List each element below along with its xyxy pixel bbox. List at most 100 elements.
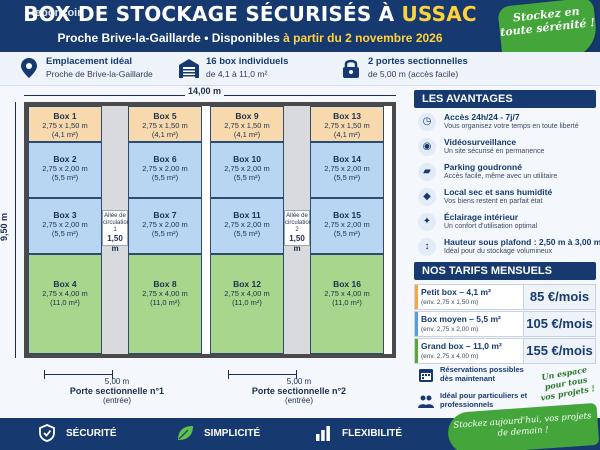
box-area: (11,0 m²) — [150, 298, 180, 307]
box-dimensions: 2,75 x 2,00 m — [324, 164, 370, 173]
advantage-title: Hauteur sous plafond : 2,50 m à 3,00 m — [444, 237, 600, 247]
height-dimension-line — [15, 102, 16, 358]
price-title: Petit box – 4,1 m² — [421, 287, 491, 297]
price-value: 85 €/mois — [523, 285, 595, 309]
advantage-title: Local sec et sans humidité — [444, 187, 553, 197]
box-area: (11,0 m²) — [232, 298, 262, 307]
pricing-heading: NOS TARIFS MENSUELS — [414, 262, 596, 280]
note-reservation-text: Réservations possibles dès maintenant — [440, 365, 524, 383]
box-area: (5,5 m²) — [333, 173, 361, 182]
box-dimensions: 2,75 x 2,00 m — [42, 164, 88, 173]
subtitle-location: Proche Brive-la-Gaillarde — [57, 31, 201, 45]
info-boxes-title: 16 box individuels — [206, 56, 289, 67]
box-area: (5,5 m²) — [51, 173, 79, 182]
calendar-icon — [419, 369, 433, 382]
box-area: (11,0 m²) — [50, 298, 80, 307]
box-dimensions: 2,75 x 4,00 m — [324, 289, 370, 298]
box-name: Box 12 — [233, 279, 261, 289]
door-2: 5,00 m Porte sectionnelle n°2 (entrée) — [234, 377, 364, 405]
info-boxes-detail: de 4,1 à 11,0 m² — [206, 69, 268, 79]
location-pin-icon — [21, 58, 37, 78]
footer-simplicity: SIMPLICITÉ — [176, 418, 260, 450]
note-reservation: Réservations possibles dès maintenant — [418, 364, 538, 388]
box-name: Box 8 — [153, 279, 177, 289]
price-detail: (env. 2,75 x 4,00 m) — [421, 353, 479, 360]
slogan: Un espace pour tous vos projets ! — [539, 364, 596, 403]
box-dimensions: 2,75 x 2,00 m — [142, 164, 188, 173]
advantage-title: Accès 24h/24 - 7j/7 — [444, 112, 520, 122]
price-title: Box moyen – 5,5 m² — [421, 314, 501, 324]
price-row: Grand box – 11,0 m²(env. 2,75 x 4,00 m)1… — [414, 338, 596, 364]
advantage-detail: Vous organisez votre temps en toute libe… — [444, 123, 579, 130]
footer-flexibility-label: FLEXIBILITÉ — [342, 428, 402, 439]
box-name: Box 5 — [153, 111, 177, 121]
advantage-detail: Idéal pour du stockage volumineux — [444, 248, 553, 255]
box-dimensions: 2,75 x 2,00 m — [224, 164, 270, 173]
price-detail: (env. 2,75 x 1,50 m) — [421, 299, 479, 306]
box-dimensions: 2,75 x 1,50 m — [224, 121, 270, 130]
door-1-width: 5,00 m — [104, 377, 130, 386]
box-area: (5,5 m²) — [233, 229, 261, 238]
title-main: BOX DE STOCKAGE SÉCURISÉS À — [23, 2, 402, 26]
door-1-detail: (entrée) — [102, 396, 131, 405]
box-name: Box 9 — [235, 111, 259, 121]
door-1-dimension-line — [44, 374, 112, 375]
box-name: Box 16 — [333, 279, 361, 289]
door-2-detail: (entrée) — [284, 396, 313, 405]
shield-icon — [39, 424, 55, 443]
box-area: (5,5 m²) — [151, 173, 179, 182]
box-area: (4,1 m²) — [233, 130, 261, 139]
watermark: leboncoin — [32, 7, 84, 19]
box-dimensions: 2,75 x 2,00 m — [324, 220, 370, 229]
price-color-strip — [415, 312, 418, 336]
footer-security: SÉCURITÉ — [38, 418, 117, 450]
info-location-detail: Proche de Brive-la-Gaillarde — [46, 69, 153, 79]
box-area: (5,5 m²) — [151, 229, 179, 238]
box-area: (11,0 m²) — [332, 298, 362, 307]
advantage-detail: Vos biens restent en parfait état — [444, 198, 543, 205]
footer-simplicity-label: SIMPLICITÉ — [204, 428, 261, 439]
box-name: Box 1 — [53, 111, 77, 121]
box-name: Box 14 — [333, 154, 361, 164]
door-1-tick-right — [112, 370, 113, 379]
box-name: Box 3 — [53, 210, 77, 220]
door-2-tick-left — [228, 370, 229, 379]
info-doors-title: 2 portes sectionnelles — [368, 56, 468, 67]
info-bar: Emplacement idéal Proche de Brive-la-Gai… — [0, 52, 600, 86]
subtitle-availability: Disponibles — [211, 31, 280, 45]
info-location: Emplacement idéal Proche de Brive-la-Gai… — [18, 55, 168, 83]
box-area: (5,5 m²) — [233, 173, 261, 182]
info-location-title: Emplacement idéal — [46, 56, 133, 67]
box-area: (4,1 m²) — [333, 130, 361, 139]
box-dimensions: 2,75 x 1,50 m — [142, 121, 188, 130]
note-audience: Idéal pour particuliers et professionnel… — [418, 390, 538, 414]
price-color-strip — [415, 339, 418, 363]
price-row: Box moyen – 5,5 m²(env. 2,75 x 2,00 m)10… — [414, 311, 596, 337]
droplet-icon: ◆ — [418, 188, 436, 206]
aisle-2-name: Allée de circulation 2 — [285, 213, 313, 233]
box-name: Box 6 — [153, 154, 177, 164]
footer-security-label: SÉCURITÉ — [66, 428, 117, 439]
lock-icon — [343, 59, 359, 78]
leaf-icon — [178, 426, 193, 441]
advantage-title: Éclairage intérieur — [444, 212, 519, 222]
door-1-tick-left — [44, 370, 45, 379]
box-area: (5,5 m²) — [51, 229, 79, 238]
box-name: Box 10 — [233, 154, 261, 164]
door-2-dimension-line — [228, 374, 296, 375]
box-name: Box 15 — [333, 210, 361, 220]
page-subtitle: Proche Brive-la-Gaillarde • Disponibles … — [0, 31, 500, 45]
